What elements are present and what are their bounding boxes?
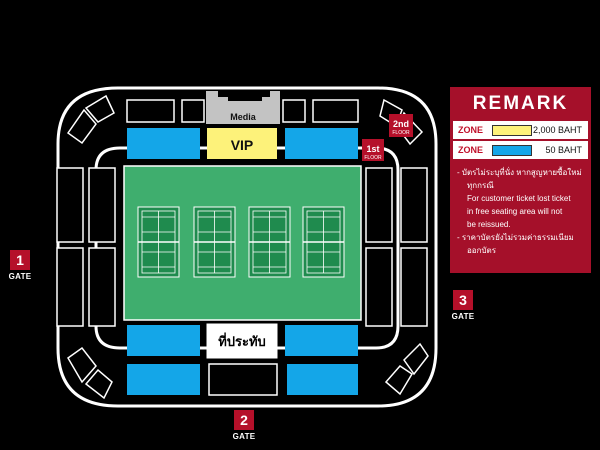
zone-swatch-yellow — [492, 125, 532, 136]
corner-section-br-2[interactable] — [403, 342, 429, 376]
badminton-court-2 — [193, 206, 236, 278]
remark-panel: REMARK ZONE 2,000 BAHT ZONE 50 BAHT - บั… — [450, 87, 591, 273]
zone-price-row-blue: ZONE 50 BAHT — [453, 141, 588, 159]
section-bottom-center[interactable] — [208, 363, 278, 396]
gate-2-number: 2 — [234, 410, 254, 430]
gate-3: 3 GATE — [443, 290, 483, 321]
arena-outer-ring — [56, 86, 438, 408]
floor-2-badge — [389, 114, 413, 137]
note-line: ทุกกรณี — [467, 181, 494, 190]
gate-2-label: GATE — [232, 432, 256, 441]
section-right-outer-2[interactable] — [400, 247, 428, 327]
zone-blue-bottom-right[interactable] — [285, 325, 358, 356]
zone-price: 50 BAHT — [545, 145, 582, 155]
note-line: - บัตรไม่ระบุที่นั่ง หากสูญหายซื้อใหม่ — [457, 168, 582, 177]
section-top-left-1[interactable] — [126, 99, 175, 123]
gate-1-number: 1 — [10, 250, 30, 270]
section-left-inner-2[interactable] — [88, 247, 116, 327]
remark-title: REMARK — [472, 93, 569, 114]
badminton-court-3 — [248, 206, 291, 278]
section-right-outer-1[interactable] — [400, 167, 428, 243]
floor-2-number: 2nd — [393, 119, 409, 129]
media-box — [206, 91, 280, 124]
gate-2: 2 GATE — [224, 410, 264, 441]
note-line: be reissued. — [467, 220, 511, 229]
section-top-left-2[interactable] — [181, 99, 205, 123]
note-line: in free seating area will not — [467, 207, 563, 216]
gate-1-label: GATE — [8, 272, 32, 281]
royal-box-label: ที่ประทับ — [218, 332, 266, 350]
corner-section-bl-2[interactable] — [84, 368, 113, 400]
gate-3-label: GATE — [451, 312, 475, 321]
zone-blue-lower-left[interactable] — [127, 364, 200, 395]
section-left-inner-1[interactable] — [88, 167, 116, 243]
floor-1-badge — [362, 139, 384, 161]
section-right-inner-2[interactable] — [365, 247, 393, 327]
corner-section-br-1[interactable] — [384, 365, 414, 396]
zone-label: ZONE — [458, 145, 484, 155]
note-line: - ราคาบัตรยังไม่รวมค่าธรรมเนียม — [457, 233, 574, 242]
zone-label: ZONE — [458, 125, 484, 135]
section-left-outer-2[interactable] — [56, 247, 84, 327]
zone-blue-bottom-left[interactable] — [127, 325, 200, 356]
section-left-outer-1[interactable] — [56, 167, 84, 243]
royal-box — [206, 323, 278, 359]
zone-blue-top-right[interactable] — [285, 128, 358, 159]
zone-blue-lower-right[interactable] — [287, 364, 358, 395]
note-line: ออกบัตร — [467, 246, 497, 255]
vip-label: VIP — [231, 137, 254, 153]
section-top-right-1[interactable] — [282, 99, 306, 123]
gate-3-number: 3 — [453, 290, 473, 310]
remark-notes: - บัตรไม่ระบุที่นั่ง หากสูญหายซื้อใหม่ ท… — [457, 166, 587, 257]
media-label: Media — [230, 112, 257, 122]
floor-1-word: FLOOR — [364, 155, 382, 161]
zone-swatch-blue — [492, 145, 532, 156]
zone-vip[interactable] — [207, 128, 277, 159]
corner-section-tl-2[interactable] — [84, 94, 115, 123]
arena-inner-ring — [94, 146, 400, 350]
note-line: For customer ticket lost ticket — [467, 194, 571, 203]
floor-2-word: FLOOR — [392, 130, 410, 136]
floor-1-number: 1st — [366, 144, 379, 154]
badminton-court-4 — [302, 206, 345, 278]
section-right-inner-1[interactable] — [365, 167, 393, 243]
corner-section-tl-1[interactable] — [66, 108, 97, 145]
courts — [137, 206, 345, 278]
corner-section-bl-1[interactable] — [67, 346, 97, 384]
zone-price-row-vip: ZONE 2,000 BAHT — [453, 121, 588, 139]
badminton-court-1 — [137, 206, 180, 278]
zone-price: 2,000 BAHT — [532, 125, 582, 135]
gate-1: 1 GATE — [0, 250, 40, 281]
zone-blue-top-left[interactable] — [127, 128, 200, 159]
section-top-right-2[interactable] — [312, 99, 359, 123]
